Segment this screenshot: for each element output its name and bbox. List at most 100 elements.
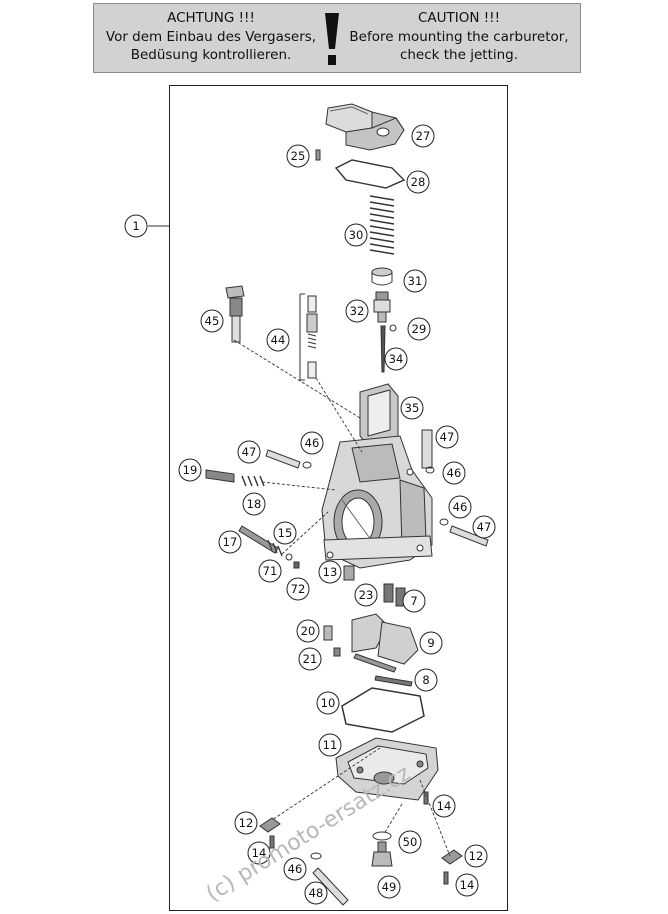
callout-circle bbox=[464, 844, 488, 868]
callout-circle bbox=[400, 396, 424, 420]
callout-46: 46 bbox=[448, 495, 472, 519]
callout-number: 9 bbox=[427, 636, 434, 650]
callout-number: 27 bbox=[416, 129, 431, 143]
part-needle-holder bbox=[373, 291, 391, 323]
callout-72: 72 bbox=[286, 577, 310, 601]
callout-number: 19 bbox=[183, 463, 198, 477]
callout-number: 20 bbox=[301, 624, 316, 638]
callout-number: 72 bbox=[291, 582, 306, 596]
callout-number: 15 bbox=[278, 526, 293, 540]
callout-25: 25 bbox=[286, 144, 310, 168]
callout-circle bbox=[435, 425, 459, 449]
callout-number: 31 bbox=[408, 274, 423, 288]
part-throttle-slide bbox=[359, 383, 399, 449]
callout-9: 9 bbox=[419, 631, 443, 655]
callout-circle bbox=[398, 830, 422, 854]
callout-number: 49 bbox=[382, 880, 397, 894]
caution-text-german: ACHTUNG !!! Vor dem Einbau des Vergasers… bbox=[98, 9, 324, 65]
callout-number: 32 bbox=[350, 304, 365, 318]
callout-12: 12 bbox=[464, 844, 488, 868]
callout-circle bbox=[242, 492, 266, 516]
caution-line1-german: Vor dem Einbau des Vergasers, bbox=[105, 28, 317, 45]
callout-number: 10 bbox=[321, 696, 336, 710]
parts-drawing bbox=[205, 103, 489, 906]
callout-number: 13 bbox=[323, 565, 338, 579]
callout-number: 14 bbox=[437, 799, 452, 813]
part-float-bowl-gasket bbox=[341, 687, 425, 733]
callout-10: 10 bbox=[316, 691, 340, 715]
callout-45: 45 bbox=[200, 309, 224, 333]
part-idle-screw bbox=[225, 285, 245, 343]
callout-8: 8 bbox=[414, 668, 438, 692]
part-float-pin bbox=[374, 675, 413, 687]
bracket-44 bbox=[299, 293, 305, 381]
callout-number: 21 bbox=[303, 652, 318, 666]
callout-circle bbox=[300, 431, 324, 455]
callout-number: 47 bbox=[440, 430, 455, 444]
part-air-screw-spring bbox=[241, 475, 265, 487]
callout-number: 14 bbox=[252, 846, 267, 860]
part-screw-14-a bbox=[423, 791, 429, 805]
part-screw-14-b bbox=[269, 835, 275, 849]
part-air-screw bbox=[205, 469, 235, 483]
callout-circle bbox=[432, 794, 456, 818]
part-main-jet-23 bbox=[383, 583, 394, 603]
callout-circle bbox=[384, 347, 408, 371]
callout-circle bbox=[354, 583, 378, 607]
part-pin-upper-right bbox=[421, 429, 433, 469]
part-oring-46-c bbox=[439, 518, 449, 526]
leader-lines bbox=[233, 339, 451, 857]
part-pilot-jet-20 bbox=[323, 625, 333, 641]
callout-13: 13 bbox=[318, 560, 342, 584]
part-bracket-12-b bbox=[441, 849, 463, 865]
callout-circle bbox=[345, 299, 369, 323]
callout-number: 35 bbox=[405, 401, 420, 415]
part-needle-cap bbox=[371, 267, 393, 286]
callout-32: 32 bbox=[345, 299, 369, 323]
callout-49: 49 bbox=[377, 875, 401, 899]
callout-44: 44 bbox=[266, 328, 290, 352]
part-cover-gasket bbox=[334, 159, 406, 189]
callout-number: 34 bbox=[389, 352, 404, 366]
part-pin-lower-right bbox=[449, 525, 489, 547]
callout-circle bbox=[218, 530, 242, 554]
callout-circle bbox=[411, 124, 435, 148]
callout-circle bbox=[472, 515, 496, 539]
caution-line1-english: Before mounting the carburetor, bbox=[349, 28, 569, 45]
caution-title-german: ACHTUNG !!! bbox=[167, 10, 255, 26]
callout-number: 1 bbox=[132, 219, 139, 233]
callout-number: 71 bbox=[263, 564, 278, 578]
caution-text-english: CAUTION !!! Before mounting the carburet… bbox=[346, 9, 572, 65]
part-oring-50 bbox=[372, 831, 392, 841]
caution-line2-german: Bedüsung kontrollieren. bbox=[130, 47, 292, 63]
callout-circle bbox=[406, 170, 430, 194]
callout-circle bbox=[247, 841, 271, 865]
callout-28: 28 bbox=[406, 170, 430, 194]
callout-48: 48 bbox=[304, 881, 328, 905]
exclamation-icon bbox=[325, 13, 339, 65]
callout-number: 17 bbox=[223, 535, 238, 549]
callout-number: 12 bbox=[239, 816, 254, 830]
part-bracket-12-a bbox=[259, 817, 281, 833]
callout-14: 14 bbox=[247, 841, 271, 865]
callout-18: 18 bbox=[242, 492, 266, 516]
callout-circle bbox=[419, 631, 443, 655]
callout-number: 48 bbox=[309, 886, 324, 900]
callout-number: 18 bbox=[247, 497, 262, 511]
callout-circle bbox=[237, 440, 261, 464]
callout-circle bbox=[286, 577, 310, 601]
callout-number: 11 bbox=[323, 738, 338, 752]
callout-circle bbox=[266, 328, 290, 352]
part-washer-71 bbox=[285, 553, 293, 561]
callout-circle bbox=[442, 461, 466, 485]
callout-circle bbox=[403, 269, 427, 293]
callout-circle bbox=[296, 619, 320, 643]
callout-number: 45 bbox=[205, 314, 220, 328]
callout-47: 47 bbox=[472, 515, 496, 539]
callout-31: 31 bbox=[403, 269, 427, 293]
caution-banner: ACHTUNG !!! Vor dem Einbau des Vergasers… bbox=[93, 3, 581, 73]
part-oring-46-a bbox=[302, 461, 312, 469]
callout-17: 17 bbox=[218, 530, 242, 554]
callout-30: 30 bbox=[344, 223, 368, 247]
